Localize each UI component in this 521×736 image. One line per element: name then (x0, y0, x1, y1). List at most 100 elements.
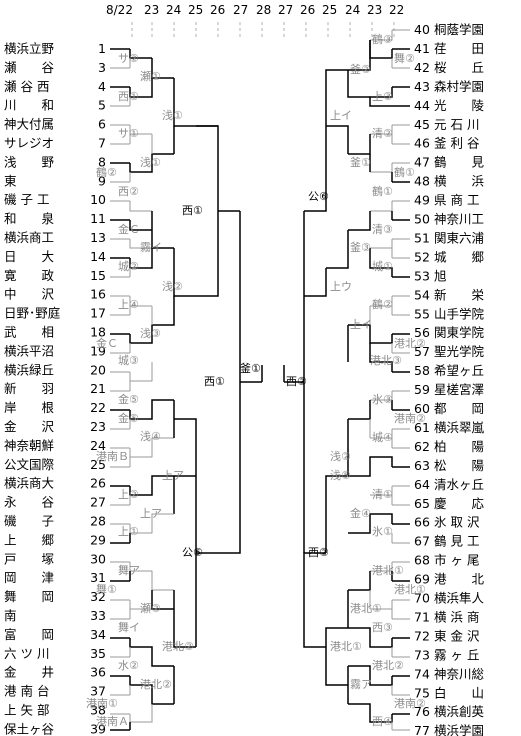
team-number: 1 (98, 41, 106, 56)
date-right-0: 27 (278, 3, 293, 17)
team-number: 50 (414, 212, 430, 227)
team-number: 9 (98, 173, 106, 188)
venue-label: 城① (372, 260, 393, 273)
team-number: 37 (90, 684, 106, 699)
venue-label: 港北① (350, 602, 382, 615)
venue-label: 上① (118, 525, 139, 538)
team-number: 54 (414, 287, 430, 302)
venue-label: 港北② (372, 659, 404, 672)
team-name: 岸 根 (4, 400, 55, 415)
team-name: 希望ヶ丘 (434, 363, 484, 378)
venue-label: 城④ (372, 431, 393, 444)
team-name: 松 陽 (434, 458, 484, 473)
team-number: 70 (414, 591, 430, 606)
date-left-3: 25 (188, 3, 203, 17)
venue-label: 西① (182, 204, 203, 217)
team-number: 10 (90, 192, 106, 207)
team-number: 63 (414, 458, 430, 473)
team-number: 18 (90, 325, 106, 340)
team-number: 76 (414, 704, 430, 719)
venue-label: 鶴① (372, 184, 393, 198)
date-right-5: 22 (389, 3, 404, 17)
team-name: 日野･野庭 (4, 306, 61, 321)
right-team-row: 54 新 栄 (414, 287, 485, 302)
team-name: 舞 岡 (4, 589, 54, 604)
venue-label: 清① (372, 488, 393, 501)
team-number: 49 (414, 193, 430, 208)
venue-label: 港北① (394, 583, 426, 596)
team-number: 73 (414, 647, 430, 662)
team-name: 氷 取 沢 (434, 515, 480, 530)
team-number: 15 (90, 268, 106, 283)
team-number: 25 (90, 457, 106, 472)
team-number: 57 (414, 344, 430, 359)
team-name: 元 石 川 (434, 117, 479, 132)
team-name: 荏 田 (434, 41, 484, 56)
team-name: 戸 塚 (4, 551, 55, 566)
team-number: 60 (414, 401, 430, 416)
team-name: 慶 応 (434, 496, 485, 511)
team-name: 磯 子 工 (4, 192, 49, 207)
venue-labels: サ②瀬①西①浅①サ①鶴②浅①西②金Ｃ霧イ城②浅②上④金Ｃ浅③城③金⑤金⑤浅④港南… (86, 32, 426, 728)
team-number: 58 (414, 363, 430, 378)
team-number: 28 (90, 514, 106, 529)
venue-label: 上③ (372, 90, 393, 103)
right-team-row: 66 氷 取 沢 (414, 515, 480, 530)
team-name: 上 矢 部 (4, 703, 49, 718)
venue-label: 公⑤ (182, 546, 203, 559)
venue-label: 城② (118, 260, 139, 273)
team-name: 新 羽 (4, 381, 54, 396)
left-team-row: 磯 子 工 10 (4, 192, 106, 207)
team-name: 六 ツ 川 (4, 646, 49, 661)
venue-label: 舞イ (118, 621, 140, 634)
right-team-row: 63 松 陽 (414, 458, 484, 473)
venue-label: 舞ア (118, 564, 140, 577)
team-name: 市 ヶ 尾 (434, 553, 479, 568)
team-number: 35 (90, 646, 106, 661)
venue-label: 鶴③ (372, 32, 393, 46)
team-name: 城 郷 (434, 249, 485, 264)
venue-label: 港北① (330, 640, 362, 653)
date-left-0: 8/22 (106, 3, 133, 17)
team-number: 43 (414, 79, 430, 94)
team-name: 新 栄 (434, 287, 485, 302)
team-number: 66 (414, 515, 430, 530)
team-name: 聖光学院 (434, 344, 485, 359)
team-number: 36 (90, 665, 106, 680)
left-bracket-lines (110, 48, 263, 731)
date-guides (131, 22, 395, 40)
right-team-row: 76 横浜創英 (414, 704, 485, 719)
team-name: 旭 (434, 268, 447, 283)
team-number: 65 (414, 496, 430, 511)
venue-label: 清③ (372, 223, 393, 236)
team-number: 53 (414, 268, 430, 283)
team-number: 7 (98, 136, 106, 151)
venue-label: 上④ (118, 298, 139, 311)
team-number: 5 (98, 98, 106, 113)
team-name: 横浜創英 (434, 704, 485, 719)
team-name: 横浜商工 (4, 230, 54, 245)
right-team-row: 58 希望ヶ丘 (414, 363, 484, 378)
team-name: 森村学園 (434, 79, 484, 94)
